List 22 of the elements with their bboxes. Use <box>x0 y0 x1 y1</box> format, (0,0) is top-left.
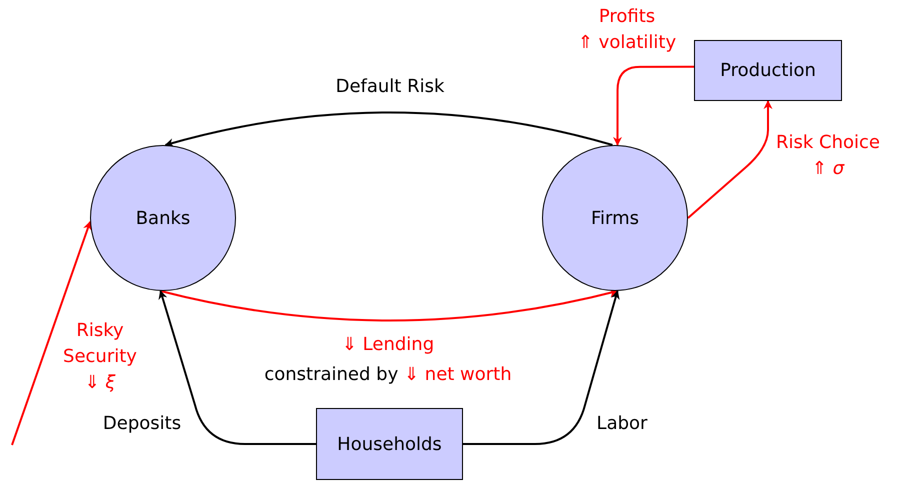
arrow <box>160 288 618 322</box>
note-text: ⇓ net worth <box>404 364 512 385</box>
arrow <box>613 66 694 146</box>
edge-label: Risk Choice ⇑ σ <box>776 131 880 182</box>
edge-label: ⇓ Lending <box>342 333 434 357</box>
process-box <box>316 408 463 480</box>
arrow <box>11 220 92 446</box>
edge-label: Deposits <box>102 412 182 436</box>
edge-label: Risky Security ⇓ ξ <box>63 319 137 396</box>
node-label: Banks <box>136 208 190 228</box>
note-text: constrained by <box>264 364 398 385</box>
process-box <box>694 40 842 101</box>
arrow <box>687 100 772 219</box>
node-label: Households <box>337 434 442 454</box>
edge-label: Default Risk <box>336 75 444 99</box>
arrow <box>463 290 620 445</box>
node-label: Firms <box>590 208 640 228</box>
arrow <box>158 290 316 445</box>
arrow <box>164 112 613 148</box>
edge-label: Profits ⇑ volatility <box>578 5 676 56</box>
node-label: Production <box>720 60 816 81</box>
edge-label: Labor <box>596 412 648 436</box>
